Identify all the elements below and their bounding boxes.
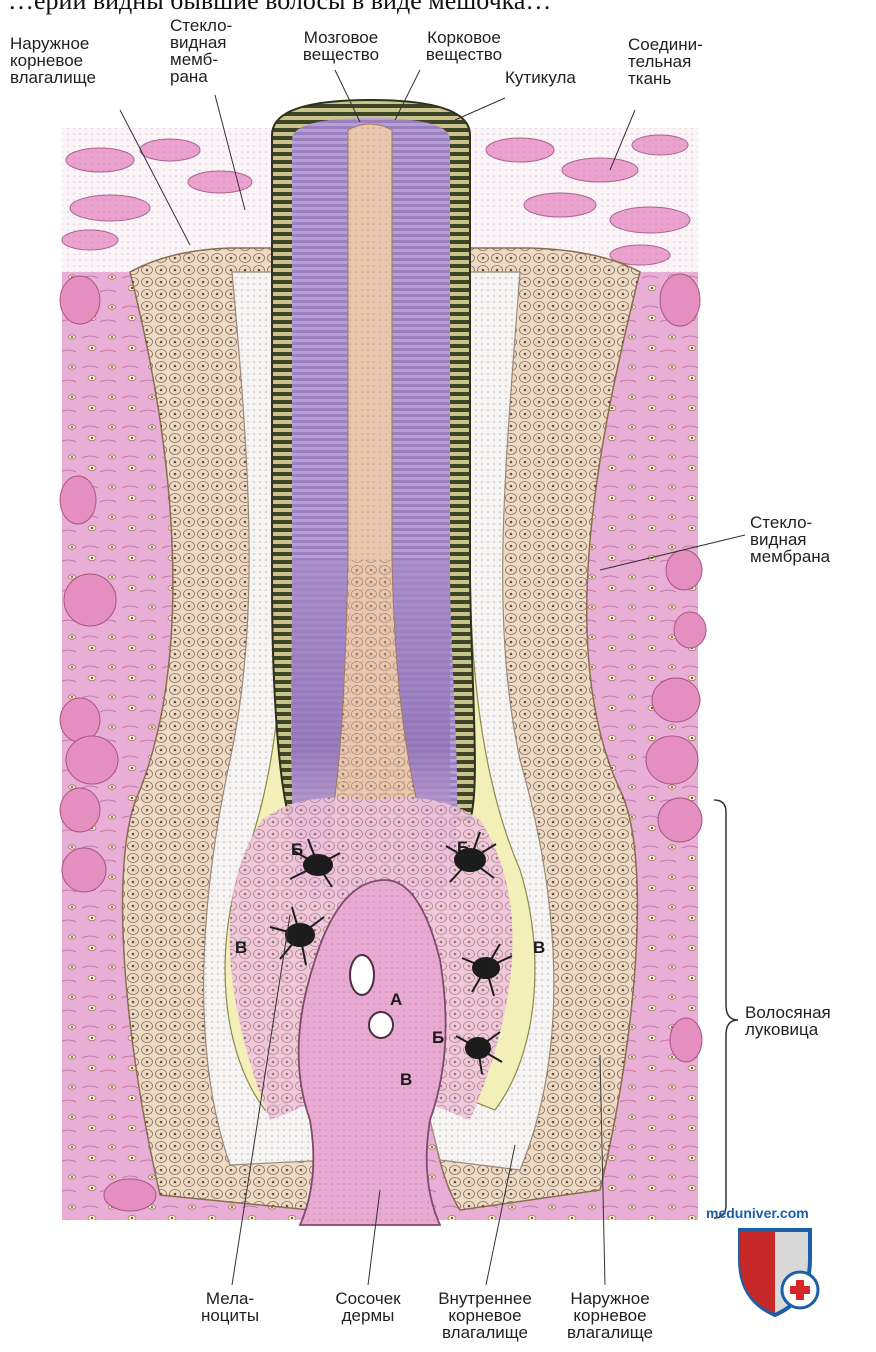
label-medulla: Мозговое вещество <box>282 29 400 63</box>
watermark-text: meduniver.com <box>706 1205 809 1221</box>
label-melanocytes: Мела- ноциты <box>185 1290 275 1324</box>
hair-bulb-bracket <box>714 800 738 1218</box>
label-outer-root-sheath-bottom: Наружное корневое влагалище <box>550 1290 670 1341</box>
label-inner-root-sheath: Внутреннее корневое влагалище <box>425 1290 545 1341</box>
letter-a-center: А <box>390 990 402 1009</box>
label-dermal-papilla: Сосочек дермы <box>318 1290 418 1324</box>
letter-b-left: Б <box>291 840 303 859</box>
letter-v-center: В <box>400 1070 412 1089</box>
letter-b-right: Б <box>457 838 469 857</box>
label-hair-bulb: Волосяная луковица <box>745 1004 831 1038</box>
label-cortex: Корковое вещество <box>404 29 524 63</box>
label-outer-root-sheath-top: Наружное корневое влагалище <box>10 35 96 86</box>
label-glassy-membrane-top: Стекло- видная мемб- рана <box>170 17 232 85</box>
letter-v-right: В <box>533 938 545 957</box>
letter-b-center: Б <box>432 1028 444 1047</box>
label-connective-tissue: Соедини- тельная ткань <box>628 36 703 87</box>
capillary-2 <box>369 1012 393 1038</box>
label-glassy-membrane-right: Стекло- видная мембрана <box>750 514 830 565</box>
label-cuticle: Кутикула <box>505 69 576 86</box>
letter-v-left: В <box>235 938 247 957</box>
capillary-1 <box>350 955 374 995</box>
meduniver-logo <box>740 1230 818 1315</box>
